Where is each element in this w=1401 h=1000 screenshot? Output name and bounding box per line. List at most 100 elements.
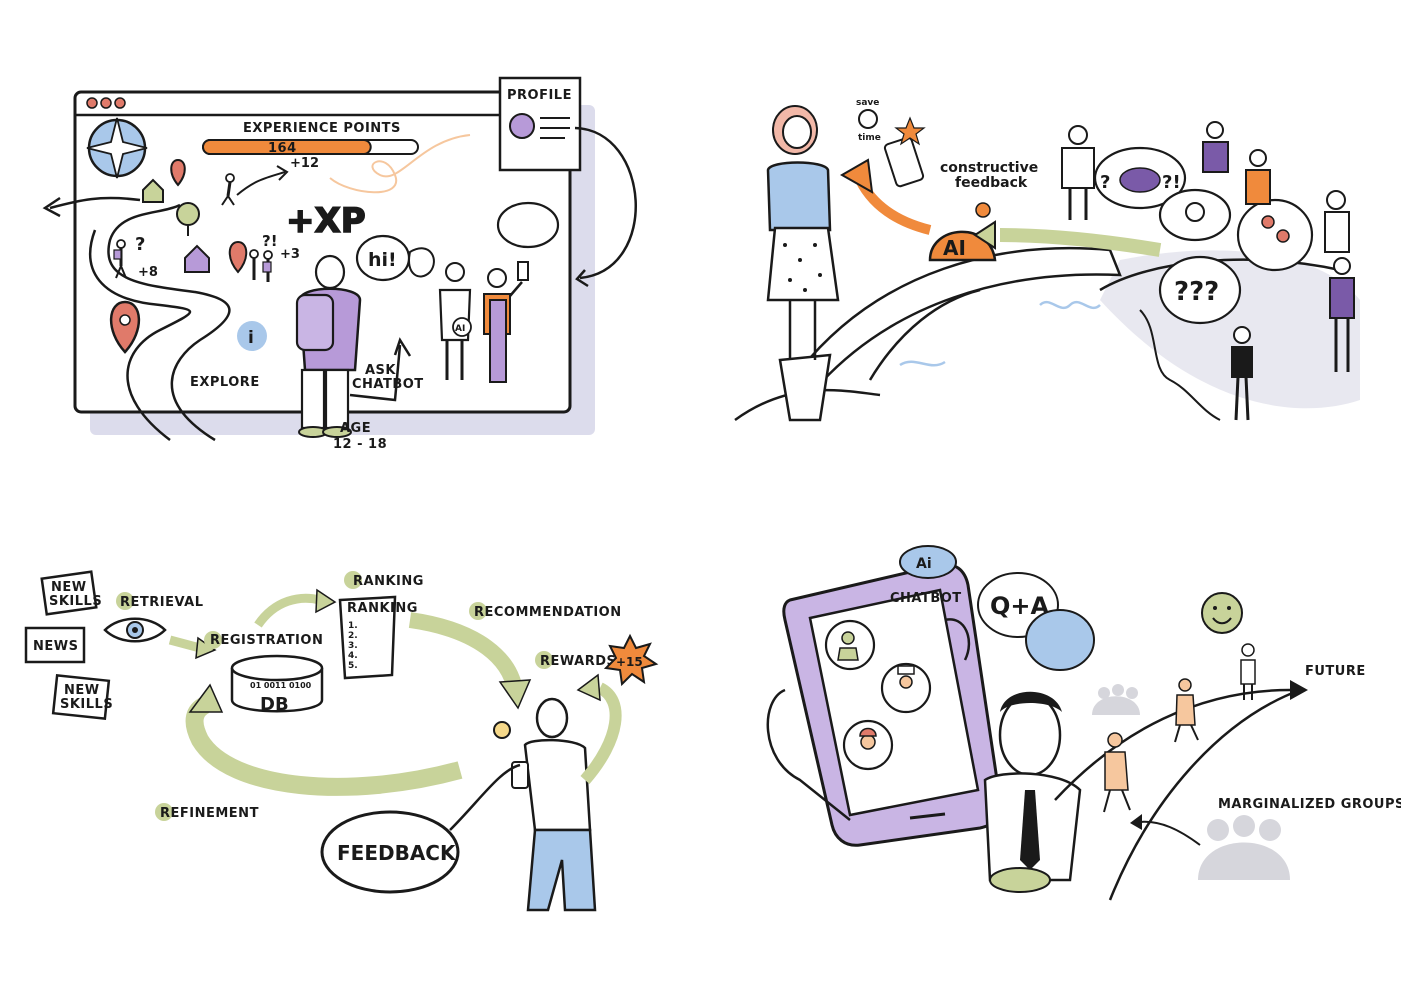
new-skills-card: NEW SKILLS bbox=[40, 570, 102, 616]
xp-value: 164 bbox=[268, 141, 297, 156]
house-icon bbox=[142, 178, 164, 203]
exclaim-mark: ?! bbox=[262, 232, 278, 250]
polka-dot-skirt bbox=[766, 226, 840, 302]
avatar-icon bbox=[509, 113, 535, 139]
panel-gamified-platform: EXPERIENCE POINTS 164 PROFILE bbox=[42, 76, 637, 452]
constructive-label: constructive bbox=[940, 160, 1038, 176]
crowd-figure bbox=[1061, 125, 1095, 220]
worker-icon bbox=[860, 734, 876, 750]
panel-ai-bridge: AI save time constructive feedback ? ?! bbox=[734, 98, 1360, 422]
ranking-label: RANKING bbox=[353, 574, 424, 589]
ai-assistant-figure: AI bbox=[438, 262, 472, 380]
crowd-figure bbox=[1324, 190, 1350, 253]
scroll-icon bbox=[883, 136, 925, 188]
house-icon bbox=[184, 244, 210, 273]
age-range: 12 - 18 bbox=[333, 437, 387, 452]
retrieval-label: RETRIEVAL bbox=[120, 595, 204, 610]
panel-recommendation-cycle: NEW SKILLS NEWS NEW SKILLS RETRIEVAL REG… bbox=[24, 570, 659, 912]
map-pin-icon bbox=[109, 300, 141, 354]
svg-text:???: ??? bbox=[1174, 277, 1219, 307]
flower-bubble bbox=[1236, 198, 1314, 272]
svg-text:NEW: NEW bbox=[51, 580, 87, 595]
lightbulb-icon bbox=[493, 721, 511, 739]
chatbot-label: CHATBOT bbox=[352, 377, 424, 392]
svg-text:RANKING: RANKING bbox=[347, 601, 418, 616]
svg-text:NEW: NEW bbox=[64, 683, 100, 698]
crowd-figure bbox=[1245, 149, 1271, 205]
ai-badge: AI bbox=[455, 324, 465, 334]
svg-text:?!: ?! bbox=[1162, 172, 1181, 193]
points-plus8: +8 bbox=[138, 265, 158, 280]
crowd-figure bbox=[1231, 326, 1253, 421]
sparkle-icon bbox=[894, 116, 926, 146]
xp-title: EXPERIENCE POINTS bbox=[243, 121, 401, 136]
profile-loop-arrow bbox=[574, 126, 637, 280]
profile-card[interactable]: PROFILE bbox=[498, 76, 582, 172]
phone-icon bbox=[511, 761, 529, 789]
info-icon[interactable] bbox=[237, 321, 267, 351]
crowd-figure bbox=[1202, 121, 1229, 173]
svg-text:4.: 4. bbox=[348, 651, 358, 661]
svg-text:3.: 3. bbox=[348, 641, 358, 651]
chat-avatar-bubble[interactable] bbox=[842, 719, 894, 771]
chat-bubble bbox=[496, 201, 560, 249]
chatbot-label: CHATBOT bbox=[890, 591, 962, 606]
map-pin-icon bbox=[228, 240, 248, 274]
chat-avatar-bubble[interactable] bbox=[880, 662, 932, 714]
svg-text:i: i bbox=[248, 328, 254, 348]
svg-text:2.: 2. bbox=[348, 631, 358, 641]
points-plus3: +3 bbox=[280, 247, 300, 262]
skull-icon bbox=[1185, 202, 1205, 222]
save-label: save bbox=[856, 98, 879, 108]
points-plus12: +12 bbox=[290, 156, 319, 171]
walker-figure bbox=[249, 249, 273, 282]
backpack-icon bbox=[295, 293, 335, 352]
tree-icon bbox=[176, 202, 200, 236]
feedback-bubble: FEEDBACK bbox=[320, 763, 521, 894]
svg-text:SKILLS: SKILLS bbox=[60, 697, 113, 712]
teen-figure bbox=[295, 254, 362, 438]
svg-text:NEWS: NEWS bbox=[33, 639, 78, 654]
ranking-list: RANKING 1. 2. 3. 4. 5. bbox=[338, 595, 418, 680]
feedback-label: feedback bbox=[955, 175, 1028, 191]
refinement-label: REFINEMENT bbox=[160, 806, 259, 821]
profile-label: PROFILE bbox=[507, 88, 572, 103]
ask-label: ASK bbox=[365, 363, 396, 378]
panel-chatbot-future: Ai CHATBOT Q+A FUTURE bbox=[766, 545, 1401, 901]
user-figure bbox=[511, 697, 597, 912]
window-dot-icon bbox=[86, 97, 98, 109]
explore-label: EXPLORE bbox=[190, 375, 260, 390]
xp-bar-fill bbox=[202, 139, 372, 155]
db-label: DB bbox=[260, 694, 289, 715]
man-figure bbox=[983, 691, 1082, 893]
worker-figure bbox=[483, 261, 529, 383]
window-dot-icon bbox=[100, 97, 112, 109]
question-mark: ? bbox=[135, 234, 145, 255]
answer-bubble bbox=[1025, 609, 1095, 671]
svg-text:SKILLS: SKILLS bbox=[49, 594, 102, 609]
paint-brush-icon bbox=[517, 261, 529, 281]
question-bubble: ??? bbox=[1158, 255, 1242, 325]
cheerful-figure bbox=[1240, 643, 1256, 700]
marginalized-groups-label: MARGINALIZED GROUPS bbox=[1218, 797, 1401, 812]
ai-brain-icon: Ai bbox=[899, 545, 957, 579]
chef-icon bbox=[899, 675, 913, 689]
xp-burst: +XP bbox=[286, 201, 366, 241]
gear-icon bbox=[975, 202, 991, 218]
bridge bbox=[798, 246, 1122, 398]
ai-robot-label: AI bbox=[943, 236, 966, 260]
smiley-icon bbox=[1201, 592, 1243, 634]
svg-text:Ai: Ai bbox=[916, 556, 932, 572]
group-silhouette bbox=[1092, 684, 1140, 715]
svg-text:01 0011 0100: 01 0011 0100 bbox=[250, 681, 312, 690]
woman-figure bbox=[766, 105, 840, 360]
group-silhouette bbox=[1198, 815, 1290, 880]
registration-label: REGISTRATION bbox=[210, 633, 323, 648]
age-label: AGE bbox=[340, 421, 371, 436]
chat-avatar-bubble[interactable] bbox=[824, 619, 876, 671]
walker-figure bbox=[221, 173, 235, 206]
skull-bubble bbox=[1158, 188, 1232, 242]
future-label: FUTURE bbox=[1305, 664, 1366, 679]
rewards-label: REWARDS bbox=[540, 654, 616, 669]
